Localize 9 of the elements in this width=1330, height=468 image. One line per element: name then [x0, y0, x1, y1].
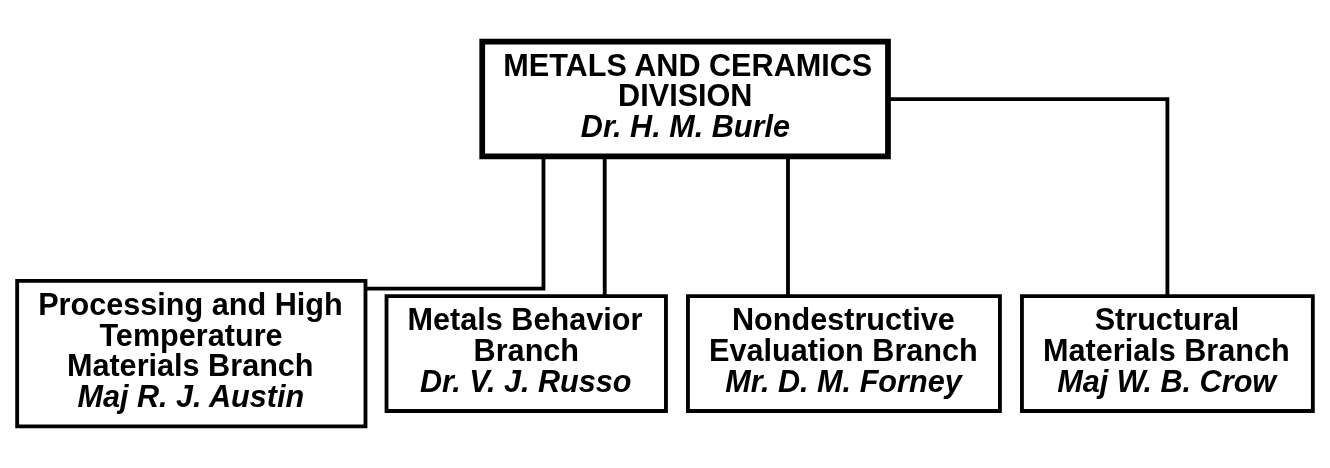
connector [365, 156, 546, 291]
node-box: Processing and High Temperature Materials Branch Maj R. J. Austin [15, 278, 368, 429]
connector [888, 97, 1170, 296]
node-box: Nondestructive Evaluation Branch Mr. D. M. Forney [686, 294, 1002, 413]
connector [602, 156, 607, 297]
node-box: Structural Materials Branch Maj W. B. Crow [1020, 294, 1315, 413]
connector [786, 156, 790, 297]
node-box: METALS AND CERAMICS DIVISION Dr. H. M. Burle [479, 38, 891, 160]
node-box: Metals Behavior Branch Dr. V. J. Russo [384, 294, 668, 413]
